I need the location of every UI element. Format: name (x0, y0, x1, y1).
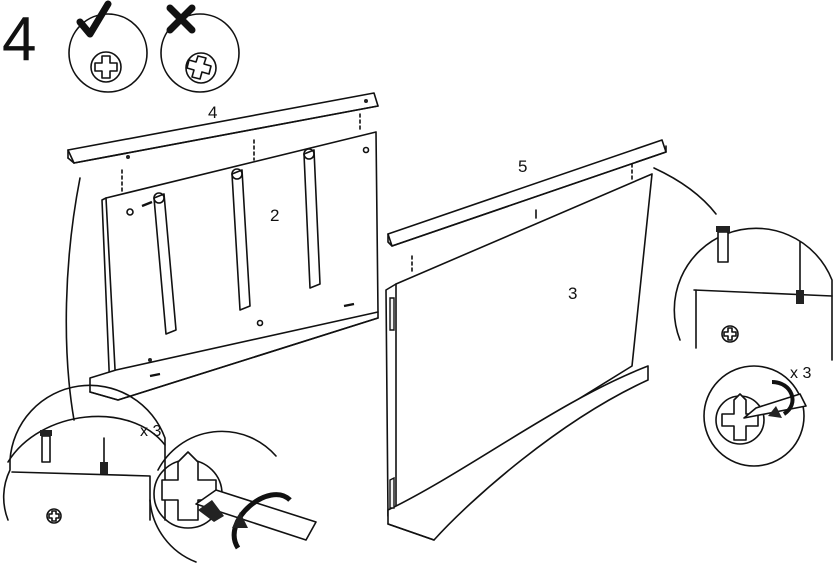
dowel-icon-right (717, 231, 729, 263)
rotate-arrow-icon (231, 492, 292, 550)
top-board-right (387, 139, 667, 273)
part-label-side-panel: 3 (568, 284, 577, 303)
part-label-top-board-right: 5 (518, 157, 527, 176)
cross-screw-head-rotated-icon (185, 52, 217, 84)
left-assembly: 4 2 (65, 92, 379, 421)
cam-lock-icon-right (721, 325, 739, 343)
screwdriver-detail-right: x 3 (703, 365, 811, 467)
side-panel (385, 173, 653, 541)
screwdriver-icon (195, 489, 317, 541)
screw-wrong-orientation (160, 4, 240, 93)
screwdriver-detail-left (149, 430, 317, 563)
quantity-left: x 3 (140, 423, 161, 440)
cam-lock-medium-icon (715, 393, 765, 445)
rotate-arrow-icon-right (768, 380, 795, 418)
cam-lock-icon (46, 508, 62, 524)
part-label-top-board-left: 4 (208, 103, 217, 122)
cross-icon (166, 4, 196, 34)
cross-screw-head-aligned-icon (90, 51, 122, 83)
checkmark-icon (76, 0, 112, 38)
screw-correct-orientation (68, 0, 148, 93)
step-number: 4 (2, 5, 36, 74)
right-assembly: 5 3 (385, 139, 717, 541)
dowel-detail-right (673, 226, 833, 361)
dowel-detail-left: x 3 (2, 384, 166, 524)
top-board-left (67, 92, 379, 193)
part-label-back-panel: 2 (270, 206, 279, 225)
quantity-right: x 3 (790, 365, 811, 382)
screwdriver-icon-right (743, 393, 807, 419)
back-panel (89, 131, 379, 401)
dowel-icon (41, 435, 51, 463)
